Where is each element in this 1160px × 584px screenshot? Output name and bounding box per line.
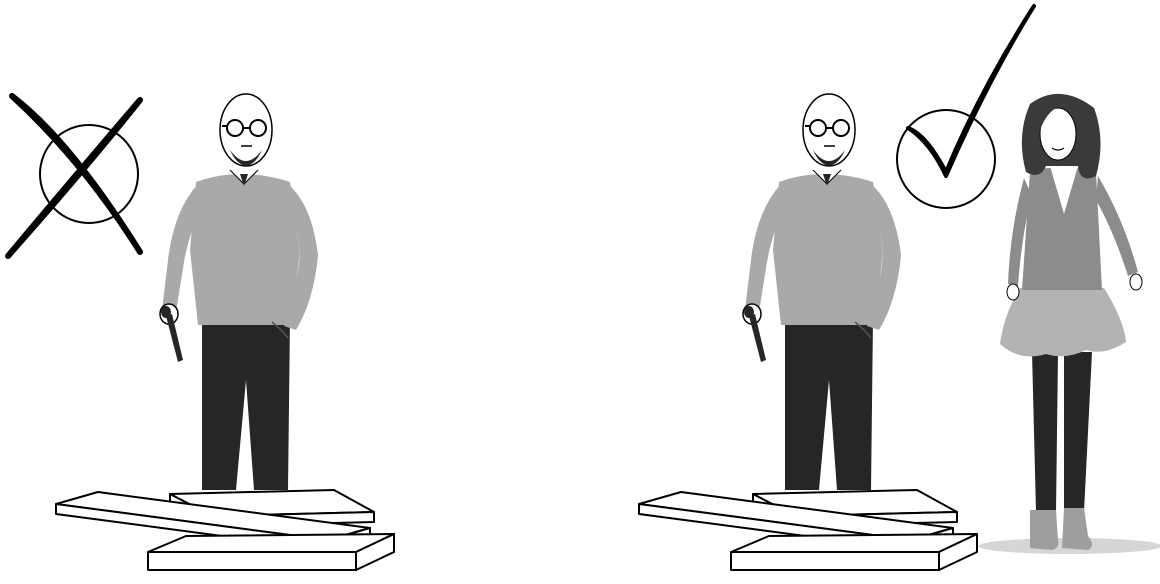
man-with-wrench [743,94,901,490]
panel-incorrect [8,94,394,570]
board-pile [639,490,977,570]
cross-icon [8,96,140,256]
board-pile [56,490,394,570]
panel-correct [639,6,1160,570]
man-with-wrench [160,94,318,490]
check-icon [897,6,1034,208]
woman-assistant [1000,94,1142,550]
